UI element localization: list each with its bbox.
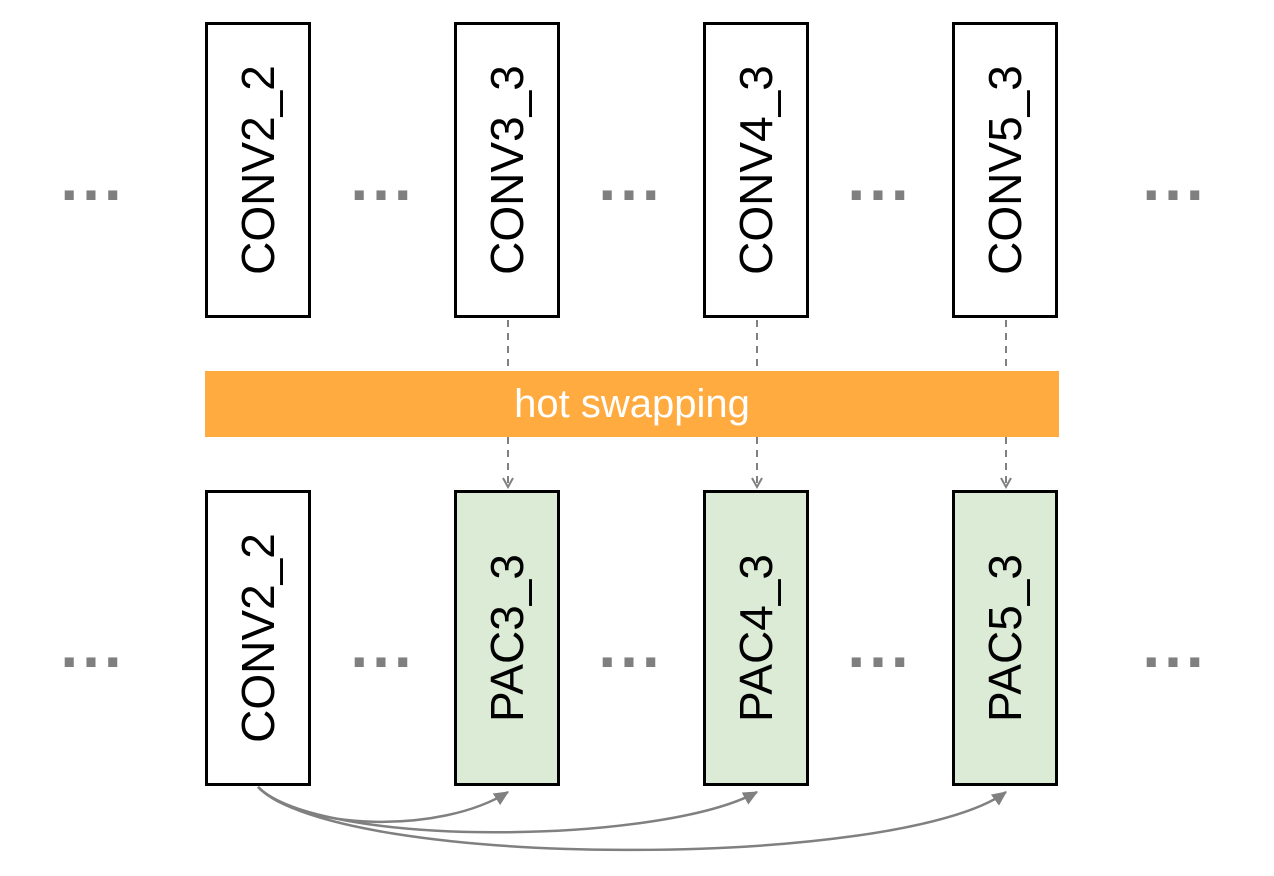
top-layer-conv5-3: CONV5_3 (952, 22, 1058, 318)
bottom-ellipsis-3: ... (598, 609, 664, 681)
skip-connection-3 (257, 786, 1007, 852)
bottom-layer-pac5-3: PAC5_3 (952, 490, 1058, 786)
bottom-layer-pac4-3: PAC4_3 (703, 490, 809, 786)
bottom-layer-label: PAC3_3 (481, 554, 533, 722)
bottom-ellipsis-4: ... (847, 609, 913, 681)
top-layer-conv3-3: CONV3_3 (454, 22, 560, 318)
top-layer-conv4-3: CONV4_3 (703, 22, 809, 318)
top-layer-conv2-2: CONV2_2 (205, 22, 311, 318)
hot-swapping-label: hot swapping (514, 381, 750, 426)
bottom-ellipsis-5: ... (1142, 609, 1208, 681)
top-ellipsis-5: ... (1142, 142, 1208, 214)
bottom-layer-label: CONV2_2 (232, 533, 284, 743)
bottom-layer-conv2-2: CONV2_2 (205, 490, 311, 786)
top-layer-label: CONV3_3 (481, 65, 533, 275)
skip-connection-2 (257, 786, 759, 834)
skip-connection-1 (257, 786, 509, 824)
bottom-ellipsis-1: ... (60, 609, 126, 681)
top-layer-label: CONV5_3 (979, 65, 1031, 275)
bottom-layer-label: PAC4_3 (730, 554, 782, 722)
top-ellipsis-1: ... (60, 142, 126, 214)
top-ellipsis-2: ... (350, 142, 416, 214)
top-ellipsis-3: ... (598, 142, 664, 214)
top-layer-label: CONV2_2 (232, 65, 284, 275)
bottom-ellipsis-2: ... (350, 609, 416, 681)
top-layer-label: CONV4_3 (730, 65, 782, 275)
bottom-layer-pac3-3: PAC3_3 (454, 490, 560, 786)
hot-swapping-bar: hot swapping (205, 371, 1059, 437)
top-ellipsis-4: ... (847, 142, 913, 214)
bottom-layer-label: PAC5_3 (979, 554, 1031, 722)
